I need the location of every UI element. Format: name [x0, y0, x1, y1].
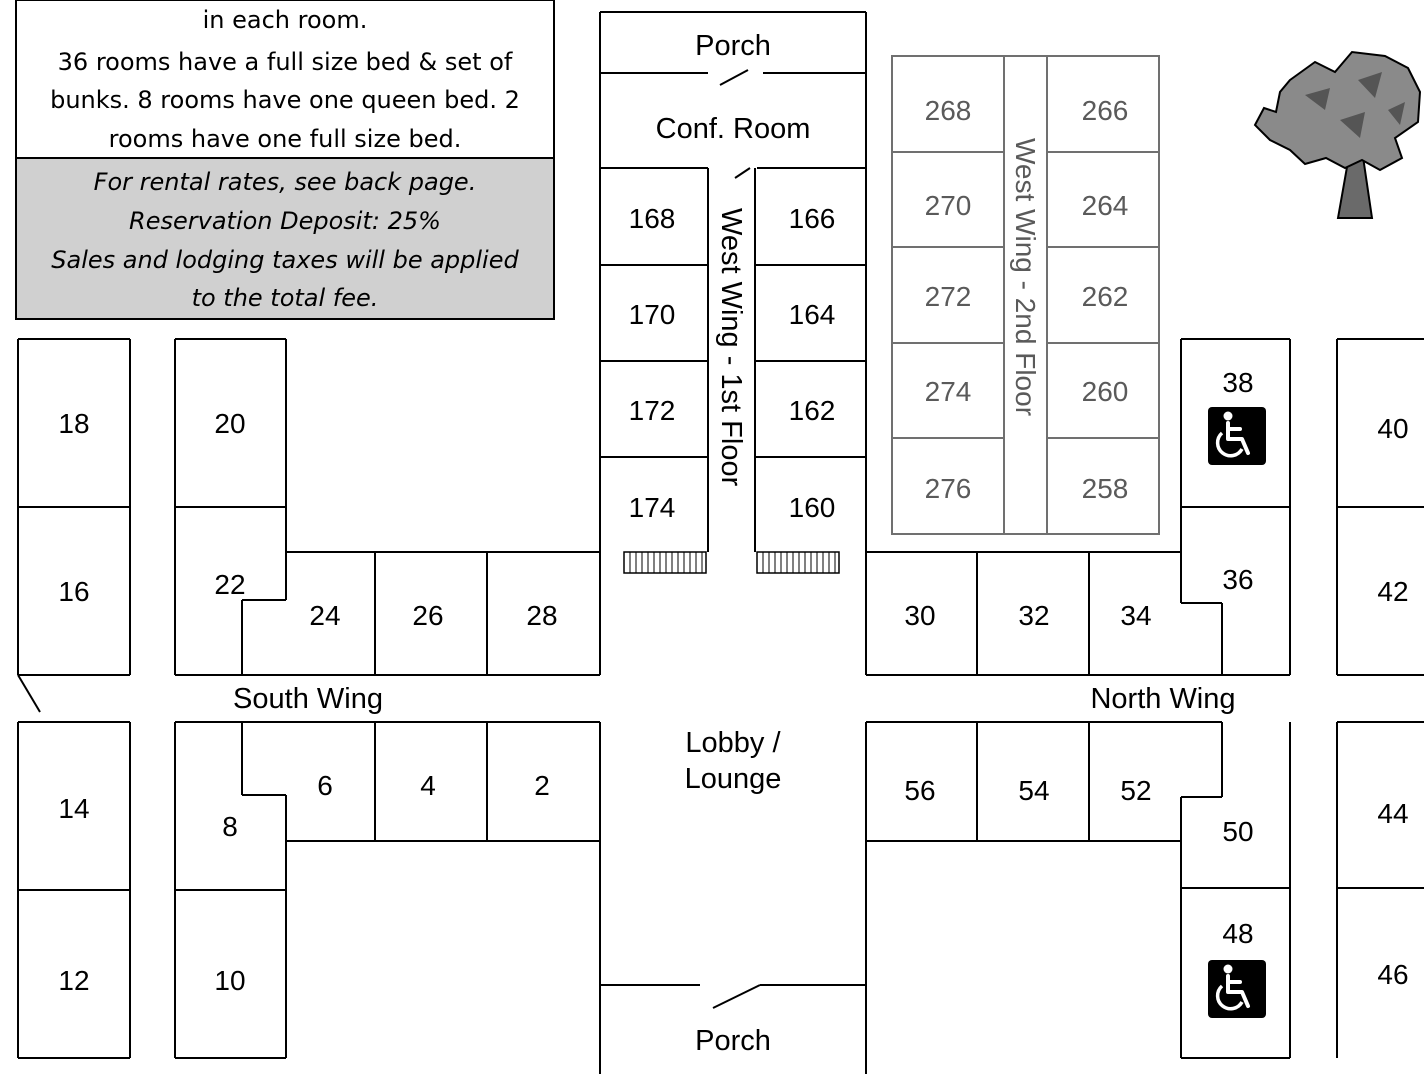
room-262: 262 — [1082, 281, 1129, 312]
room-264: 264 — [1082, 190, 1129, 221]
room-16: 16 — [58, 576, 89, 607]
north-wing-lower: 56 54 52 50 48 44 46 — [866, 721, 1424, 1059]
room-38: 38 — [1222, 367, 1253, 398]
room-8: 8 — [222, 811, 238, 842]
info-line-4: rooms have one full size bed. — [109, 125, 462, 153]
room-168: 168 — [629, 203, 676, 234]
west-wing-first-floor: Porch Conf. Room 168 170 172 174 166 164… — [599, 11, 867, 574]
room-2: 2 — [534, 770, 550, 801]
south-wing-upper: 18 16 20 22 24 26 28 South Wing — [17, 338, 601, 715]
room-20: 20 — [214, 408, 245, 439]
room-162: 162 — [789, 395, 836, 426]
west-wing-second-floor: 268 270 272 274 276 266 264 262 260 258 … — [891, 55, 1160, 535]
room-30: 30 — [904, 600, 935, 631]
info-line-3: bunks. 8 rooms have one queen bed. 2 — [50, 86, 520, 114]
rates-line-2: Reservation Deposit: 25% — [129, 207, 441, 235]
room-36: 36 — [1222, 564, 1253, 595]
north-wing-upper: 30 32 34 36 38 40 42 North Wing — [865, 338, 1424, 715]
room-44: 44 — [1377, 798, 1408, 829]
room-172: 172 — [629, 395, 676, 426]
north-wing-label: North Wing — [1090, 683, 1235, 715]
room-18: 18 — [58, 408, 89, 439]
room-272: 272 — [925, 281, 972, 312]
rates-box — [15, 157, 555, 320]
room-164: 164 — [789, 299, 836, 330]
room-42: 42 — [1377, 576, 1408, 607]
room-14: 14 — [58, 793, 89, 824]
wheelchair-icon — [1208, 960, 1266, 1018]
wheelchair-icon — [1208, 407, 1266, 465]
room-166: 166 — [789, 203, 836, 234]
stairs-left — [623, 551, 707, 574]
room-274: 274 — [925, 376, 972, 407]
room-48: 48 — [1222, 918, 1253, 949]
room-40: 40 — [1377, 413, 1408, 444]
west-wing-2nd-floor-label: West Wing - 2nd Floor — [1010, 138, 1041, 416]
room-276: 276 — [925, 473, 972, 504]
room-10: 10 — [214, 965, 245, 996]
info-box: in each room. 36 rooms have a full size … — [15, 0, 555, 320]
room-56: 56 — [904, 775, 935, 806]
room-50: 50 — [1222, 816, 1253, 847]
lobby-area: Lobby / Lounge Porch — [599, 722, 867, 1074]
info-line-1: in each room. — [203, 6, 368, 34]
room-22: 22 — [214, 569, 245, 600]
room-6: 6 — [317, 770, 333, 801]
porch-bottom-label: Porch — [695, 1025, 771, 1057]
room-268: 268 — [925, 95, 972, 126]
room-28: 28 — [526, 600, 557, 631]
room-160: 160 — [789, 492, 836, 523]
room-24: 24 — [309, 600, 340, 631]
room-260: 260 — [1082, 376, 1129, 407]
rates-line-1: For rental rates, see back page. — [94, 168, 477, 196]
lobby-label-line-1: Lobby / — [685, 727, 781, 759]
info-line-2: 36 rooms have a full size bed & set of — [58, 48, 513, 76]
west-wing-1st-floor-label: West Wing - 1st Floor — [715, 208, 747, 487]
room-12: 12 — [58, 965, 89, 996]
room-52: 52 — [1120, 775, 1151, 806]
room-258: 258 — [1082, 473, 1129, 504]
south-wing-label: South Wing — [233, 683, 383, 715]
south-wing-lower: 14 12 8 10 6 4 2 — [17, 721, 601, 1059]
stairs-right — [756, 551, 840, 574]
room-266: 266 — [1082, 95, 1129, 126]
tree-icon — [1253, 50, 1422, 219]
porch-top-label: Porch — [695, 30, 771, 62]
room-4: 4 — [420, 770, 436, 801]
room-174: 174 — [629, 492, 676, 523]
lobby-label-line-2: Lounge — [685, 763, 782, 795]
room-34: 34 — [1120, 600, 1151, 631]
room-46: 46 — [1377, 959, 1408, 990]
room-54: 54 — [1018, 775, 1049, 806]
conf-room-label: Conf. Room — [656, 113, 811, 145]
room-26: 26 — [412, 600, 443, 631]
room-270: 270 — [925, 190, 972, 221]
room-170: 170 — [629, 299, 676, 330]
rates-line-3: Sales and lodging taxes will be applied — [51, 246, 519, 274]
room-32: 32 — [1018, 600, 1049, 631]
rates-line-4: to the total fee. — [192, 284, 379, 312]
